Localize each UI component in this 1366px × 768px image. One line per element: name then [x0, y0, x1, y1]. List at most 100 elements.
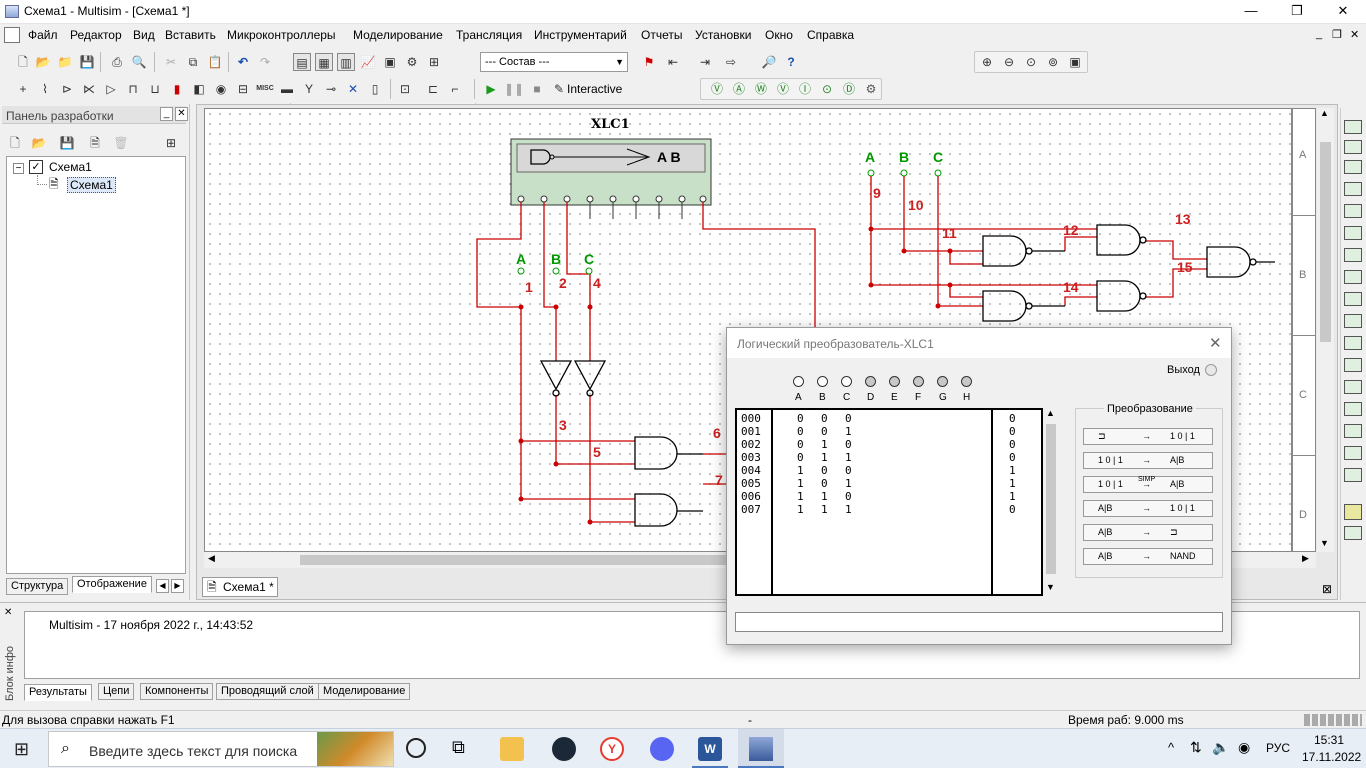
postprocessor-icon[interactable]: ▣: [384, 55, 396, 69]
menu-options[interactable]: Установки: [695, 28, 752, 42]
document-icon[interactable]: [4, 27, 20, 43]
diode-component-icon[interactable]: ⊳: [61, 82, 73, 96]
maximize-button[interactable]: ❐: [1291, 3, 1303, 18]
agilent-multimeter-icon[interactable]: [1344, 446, 1362, 460]
power-probe-icon[interactable]: Ⓦ: [754, 82, 767, 96]
terminal-e-icon[interactable]: [889, 376, 900, 387]
agilent-generator-icon[interactable]: [1344, 424, 1362, 438]
close-button[interactable]: ✕: [1337, 3, 1349, 18]
tree-checkbox-icon[interactable]: ✓: [29, 160, 43, 174]
windows-start-icon[interactable]: ⊞: [14, 739, 30, 759]
scroll-down-icon[interactable]: ▼: [1320, 538, 1329, 548]
mdi-restore-button[interactable]: ❐: [1332, 29, 1342, 41]
terminal-g-icon[interactable]: [937, 376, 948, 387]
volume-icon[interactable]: 🔈: [1212, 739, 1230, 755]
interactive-mode-icon[interactable]: ✎: [553, 82, 565, 96]
stop-icon[interactable]: ■: [533, 82, 541, 96]
iv-analyzer-icon[interactable]: [1344, 336, 1362, 350]
scroll-up-icon[interactable]: ▲: [1320, 108, 1329, 118]
scroll-thumb[interactable]: [1046, 424, 1056, 574]
conversion-button[interactable]: ⊐→1 0 | 1: [1083, 428, 1213, 445]
tab-simulation[interactable]: Моделирование: [318, 683, 411, 700]
menu-tools[interactable]: Инструментарий: [534, 28, 627, 42]
bus-icon[interactable]: ⊏: [427, 82, 439, 96]
scroll-thumb[interactable]: [1320, 142, 1331, 342]
tab-components[interactable]: Компоненты: [140, 683, 214, 700]
terminal-b-icon[interactable]: [817, 376, 828, 387]
multimeter-instrument-icon[interactable]: [1344, 120, 1362, 134]
conversion-button[interactable]: 1 0 | 1→A|B: [1083, 452, 1213, 469]
document-tab[interactable]: 🗎 Схема1 *: [202, 577, 278, 597]
forward-annotate-icon[interactable]: ⇥: [699, 55, 711, 69]
truth-cell-out[interactable]: 1: [1009, 490, 1016, 503]
canvas-vertical-scrollbar[interactable]: ▲ ▼: [1317, 108, 1334, 552]
wattmeter-icon[interactable]: [1344, 160, 1362, 174]
minimize-button[interactable]: —: [1244, 3, 1258, 18]
tab-scroll-right-icon[interactable]: ▶: [171, 579, 184, 593]
analog-component-icon[interactable]: ▷: [106, 82, 116, 96]
tab-results[interactable]: Результаты: [24, 684, 92, 701]
show-hierarchy-icon[interactable]: ⊞: [165, 136, 177, 150]
conversion-button[interactable]: A|B→1 0 | 1: [1083, 500, 1213, 517]
scroll-right-icon[interactable]: ▶: [1302, 553, 1309, 563]
scroll-up-icon[interactable]: ▲: [1046, 408, 1055, 418]
cut-icon[interactable]: ✂: [165, 55, 177, 69]
tray-chevron-up-icon[interactable]: ^: [1168, 740, 1175, 755]
menu-help[interactable]: Справка: [807, 28, 855, 42]
menu-file[interactable]: Файл: [28, 28, 58, 42]
dialog-close-button[interactable]: ✕: [1209, 335, 1222, 352]
menu-window[interactable]: Окно: [765, 28, 793, 42]
menu-simulate[interactable]: Моделирование: [353, 28, 443, 42]
steam-icon[interactable]: [552, 737, 576, 761]
truth-cell-out[interactable]: 1: [1009, 477, 1016, 490]
delete-sheet-icon[interactable]: 🗑: [113, 136, 129, 150]
misc-component-icon[interactable]: MISC: [256, 85, 274, 92]
tree-child-label[interactable]: Схема1: [67, 177, 116, 193]
differential-probe-icon[interactable]: Ⓥ: [776, 82, 789, 96]
terminal-f-icon[interactable]: [913, 376, 924, 387]
truth-cell-out[interactable]: 1: [1009, 464, 1016, 477]
network-analyzer-icon[interactable]: [1344, 402, 1362, 416]
input-language[interactable]: РУС: [1266, 741, 1291, 755]
copy-icon[interactable]: ⧉: [188, 55, 198, 69]
terminal-a-icon[interactable]: [793, 376, 804, 387]
peripheral-component-icon[interactable]: ▬: [281, 82, 293, 96]
menu-microcontrollers[interactable]: Микроконтроллеры: [227, 28, 336, 42]
conversion-button[interactable]: A|B→⊐: [1083, 524, 1213, 541]
voltage-current-probe-icon[interactable]: Ⓘ: [798, 82, 811, 96]
distortion-analyzer-icon[interactable]: [1344, 358, 1362, 372]
current-probe-icon[interactable]: Ⓐ: [732, 82, 745, 96]
spectrum-analyzer-icon[interactable]: [1344, 380, 1362, 394]
frequency-counter-icon[interactable]: [1344, 248, 1362, 262]
run-icon[interactable]: ▶: [486, 82, 496, 96]
menu-view[interactable]: Вид: [133, 28, 155, 42]
terminal-h-icon[interactable]: [961, 376, 972, 387]
open-folder-icon[interactable]: 📂: [35, 55, 51, 69]
discord-icon[interactable]: [650, 737, 674, 761]
output-terminal-icon[interactable]: [1205, 364, 1217, 376]
ttl-component-icon[interactable]: ⊓: [128, 82, 138, 96]
truth-cell-out[interactable]: 0: [1009, 425, 1016, 438]
digital-probe-icon[interactable]: Ⓓ: [842, 82, 855, 96]
workspace-options-icon[interactable]: ⊠: [1322, 582, 1333, 596]
component-wizard-icon[interactable]: ⚙: [406, 55, 418, 69]
truth-table-scrollbar[interactable]: ▲ ▼: [1045, 408, 1057, 596]
wire-icon[interactable]: ⌐: [451, 82, 459, 96]
power-component-icon[interactable]: ⊟: [237, 82, 249, 96]
network-icon[interactable]: ⇅: [1190, 739, 1202, 755]
rf-component-icon[interactable]: Y: [304, 82, 313, 96]
truth-cell-out[interactable]: 0: [1009, 438, 1016, 451]
tab-copper-layers[interactable]: Проводящий слой: [216, 683, 319, 700]
hierarchical-block-icon[interactable]: ⊡: [399, 82, 411, 96]
voltage-probe-icon[interactable]: Ⓥ: [710, 82, 723, 96]
tab-nets[interactable]: Цепи: [98, 683, 135, 700]
logic-analyzer-icon[interactable]: [1344, 292, 1362, 306]
design-toolbox-toggle-icon[interactable]: ▤: [293, 53, 311, 71]
misc-digital-component-icon[interactable]: ▮: [173, 82, 181, 96]
pause-icon[interactable]: ❚❚: [504, 82, 525, 96]
tab-hierarchy[interactable]: Структура: [6, 578, 69, 595]
database-manager-icon[interactable]: ▥: [337, 53, 355, 71]
